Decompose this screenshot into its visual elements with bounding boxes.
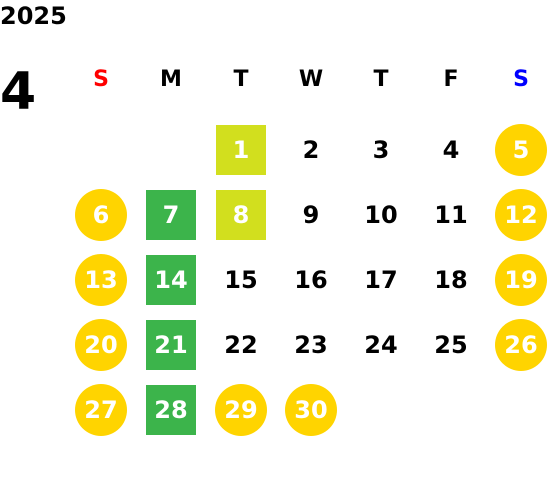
holiday-circle-marker <box>495 189 547 241</box>
day-number: 23 <box>294 331 328 359</box>
lime-square-marker <box>216 190 266 240</box>
day-number: 8 <box>232 201 250 229</box>
day-number: 2 <box>302 136 320 164</box>
day-cell[interactable]: 22 <box>214 318 268 372</box>
holiday-circle-marker <box>495 254 547 306</box>
weekday-saturday: S <box>513 67 529 92</box>
day-cell[interactable]: 27 <box>74 383 128 437</box>
green-square-marker <box>146 385 196 435</box>
day-number: 9 <box>302 201 320 229</box>
weekday-monday: M <box>160 67 182 92</box>
day-cell[interactable]: 19 <box>494 253 548 307</box>
holiday-circle-marker <box>75 384 127 436</box>
weekday-tuesday: T <box>233 67 249 92</box>
day-cell[interactable]: 26 <box>494 318 548 372</box>
day-number: 16 <box>294 266 328 294</box>
holiday-circle-marker <box>75 254 127 306</box>
day-number: 30 <box>294 396 328 424</box>
holiday-circle-marker <box>495 124 547 176</box>
day-number: 12 <box>504 201 538 229</box>
day-number: 17 <box>364 266 398 294</box>
year-label: 2025 <box>0 2 67 30</box>
weekday-sunday: S <box>93 67 109 92</box>
day-number: 14 <box>154 266 188 294</box>
day-cell[interactable]: 24 <box>354 318 408 372</box>
day-cell[interactable]: 1 <box>214 123 268 177</box>
holiday-circle-marker <box>495 319 547 371</box>
green-square-marker <box>146 255 196 305</box>
day-cell[interactable]: 17 <box>354 253 408 307</box>
day-cell[interactable]: 30 <box>284 383 338 437</box>
day-cell[interactable]: 18 <box>424 253 478 307</box>
green-square-marker <box>146 190 196 240</box>
day-cell[interactable]: 10 <box>354 188 408 242</box>
day-cell[interactable]: 7 <box>144 188 198 242</box>
day-number: 29 <box>224 396 258 424</box>
day-cell[interactable]: 28 <box>144 383 198 437</box>
day-cell[interactable]: 11 <box>424 188 478 242</box>
day-number: 19 <box>504 266 538 294</box>
day-number: 26 <box>504 331 538 359</box>
weekday-wednesday: W <box>298 67 324 92</box>
day-cell[interactable]: 12 <box>494 188 548 242</box>
day-number: 28 <box>154 396 188 424</box>
day-number: 4 <box>442 136 460 164</box>
day-number: 15 <box>224 266 258 294</box>
day-number: 5 <box>512 136 530 164</box>
weekday-friday: F <box>443 67 459 92</box>
day-number: 10 <box>364 201 398 229</box>
holiday-circle-marker <box>75 189 127 241</box>
green-square-marker <box>146 320 196 370</box>
day-cell[interactable]: 2 <box>284 123 338 177</box>
day-number: 7 <box>162 201 180 229</box>
day-number: 13 <box>84 266 118 294</box>
lime-square-marker <box>216 125 266 175</box>
day-cell[interactable]: 14 <box>144 253 198 307</box>
day-number: 27 <box>84 396 118 424</box>
day-number: 24 <box>364 331 398 359</box>
holiday-circle-marker <box>75 319 127 371</box>
day-cell[interactable]: 25 <box>424 318 478 372</box>
day-cell[interactable]: 20 <box>74 318 128 372</box>
weekday-thursday: T <box>373 67 389 92</box>
month-label: 4 <box>0 62 37 122</box>
day-cell[interactable]: 29 <box>214 383 268 437</box>
day-number: 22 <box>224 331 258 359</box>
day-number: 6 <box>92 201 110 229</box>
day-number: 20 <box>84 331 118 359</box>
day-cell[interactable]: 15 <box>214 253 268 307</box>
day-cell[interactable]: 4 <box>424 123 478 177</box>
day-cell[interactable]: 5 <box>494 123 548 177</box>
holiday-circle-marker <box>215 384 267 436</box>
day-cell[interactable]: 13 <box>74 253 128 307</box>
day-cell[interactable]: 8 <box>214 188 268 242</box>
holiday-circle-marker <box>285 384 337 436</box>
day-cell[interactable]: 23 <box>284 318 338 372</box>
day-number: 11 <box>434 201 468 229</box>
day-cell[interactable]: 21 <box>144 318 198 372</box>
day-number: 25 <box>434 331 468 359</box>
day-number: 18 <box>434 266 468 294</box>
day-number: 1 <box>232 136 250 164</box>
day-number: 3 <box>372 136 390 164</box>
day-cell[interactable]: 3 <box>354 123 408 177</box>
day-cell[interactable]: 6 <box>74 188 128 242</box>
day-number: 21 <box>154 331 188 359</box>
day-cell[interactable]: 9 <box>284 188 338 242</box>
day-cell[interactable]: 16 <box>284 253 338 307</box>
